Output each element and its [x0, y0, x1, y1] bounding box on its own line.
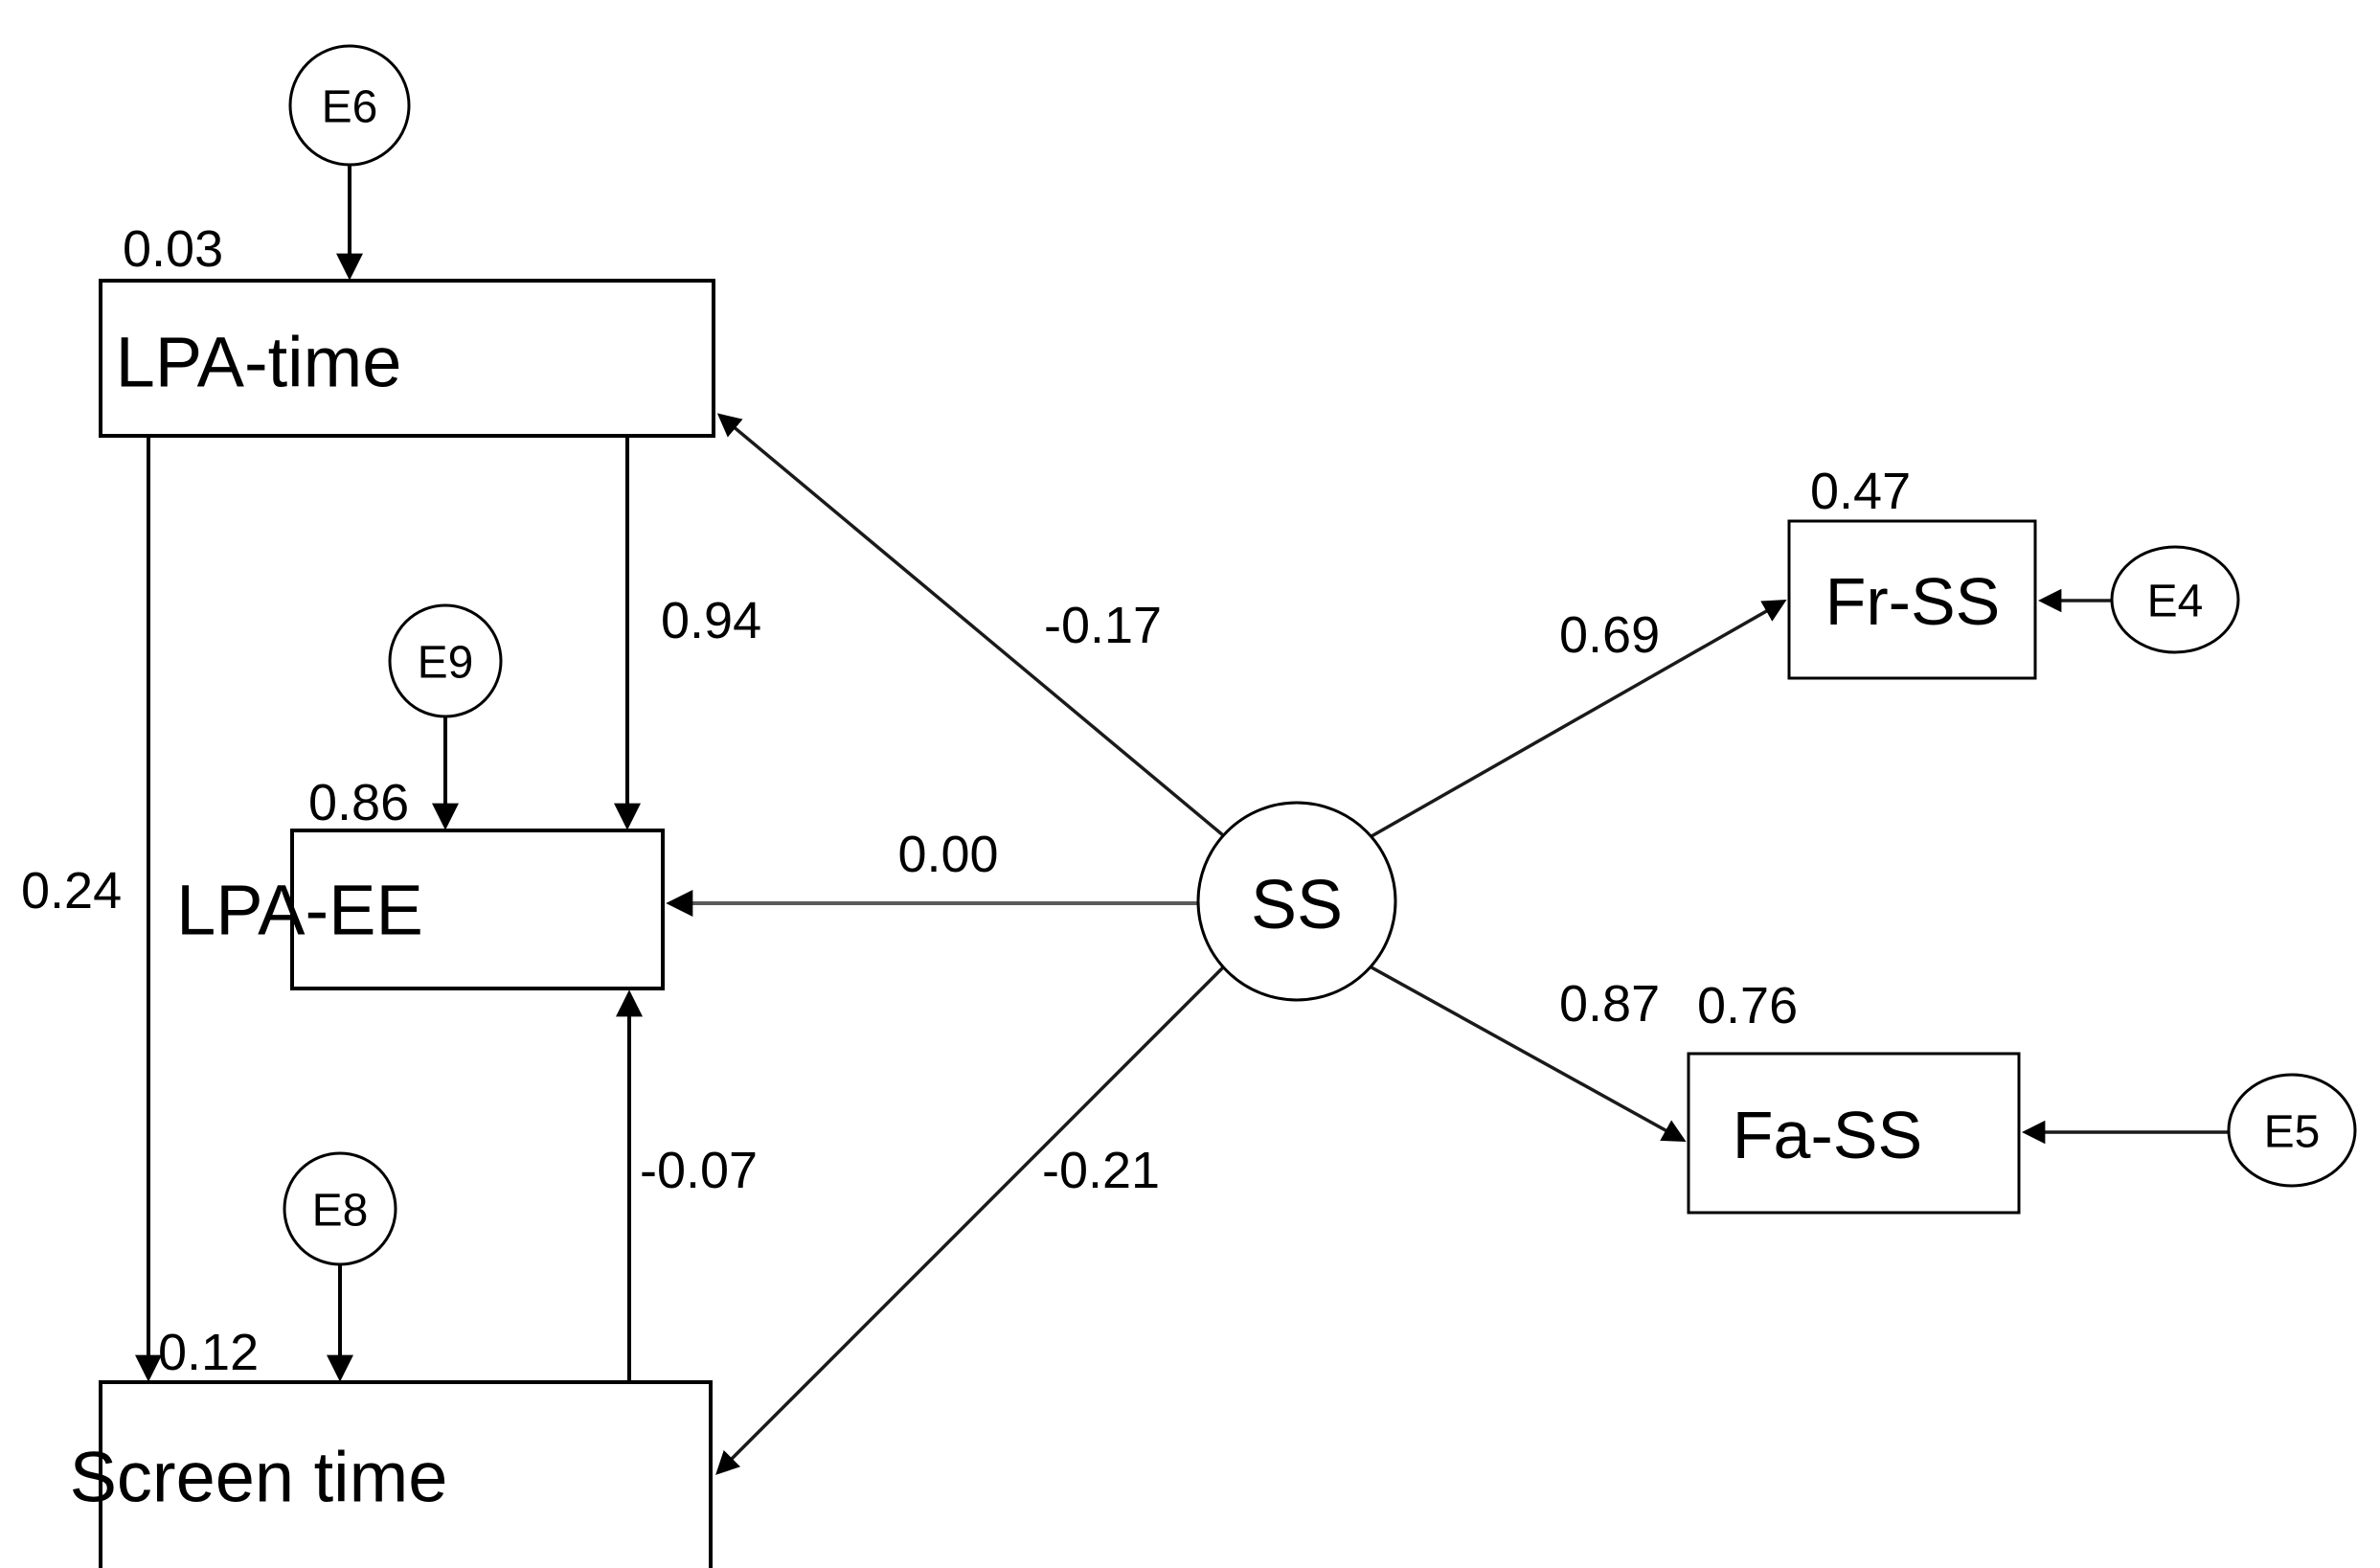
node-e5-label: E5 — [2264, 1107, 2321, 1158]
node-screen-time[interactable] — [99, 1380, 713, 1568]
node-lpa-ee[interactable] — [290, 829, 665, 990]
node-fa-ss[interactable] — [1687, 1052, 2021, 1215]
coef-ss-to-screen-time: -0.21 — [1042, 1142, 1160, 1199]
node-e5[interactable] — [2227, 1073, 2357, 1188]
edge-ss-to-fa-ss — [1371, 966, 1687, 1142]
coef-e8-to-screen-time: 0.12 — [158, 1324, 259, 1381]
node-e4[interactable] — [2110, 545, 2240, 654]
coef-lpa-time-to-screen-time: 0.24 — [21, 862, 122, 920]
node-fr-ss[interactable] — [1787, 519, 2037, 680]
node-e6-label: E6 — [322, 82, 378, 133]
coef-fr-ss-residual: 0.47 — [1810, 463, 1911, 520]
coef-e9-to-lpa-ee: 0.86 — [308, 774, 409, 831]
node-e8[interactable] — [283, 1151, 397, 1266]
coef-lpa-time-to-lpa-ee: 0.94 — [661, 592, 761, 649]
node-lpa-time[interactable] — [99, 279, 715, 438]
node-e9[interactable] — [388, 603, 503, 718]
coef-ss-to-lpa-ee: 0.00 — [897, 826, 998, 883]
coef-fa-ss-residual: 0.76 — [1697, 977, 1798, 1034]
node-e9-label: E9 — [418, 638, 474, 689]
node-ss-label: SS — [1251, 867, 1343, 943]
node-screen-time-label: Screen time — [70, 1438, 448, 1517]
coef-ss-to-lpa-time: -0.17 — [1044, 597, 1162, 654]
node-e8-label: E8 — [312, 1186, 369, 1237]
edge-ss-to-fr-ss — [1371, 599, 1787, 838]
coef-ss-to-fr-ss: 0.69 — [1559, 606, 1660, 664]
edge-ss-to-lpa-time — [716, 413, 1225, 837]
node-e4-label: E4 — [2147, 577, 2204, 627]
node-fr-ss-label: Fr-SS — [1825, 564, 2001, 639]
coef-screen-time-to-lpa-ee: -0.07 — [640, 1142, 758, 1199]
coef-e6-to-lpa-time: 0.03 — [123, 220, 223, 278]
node-e6[interactable] — [288, 44, 411, 167]
node-lpa-ee-label: LPA-EE — [176, 871, 423, 950]
node-ss[interactable] — [1196, 801, 1397, 1002]
coef-ss-to-fa-ss: 0.87 — [1559, 975, 1660, 1033]
node-fa-ss-label: Fa-SS — [1733, 1098, 1922, 1172]
edge-ss-to-screen-time — [715, 966, 1225, 1475]
node-lpa-time-label: LPA-time — [116, 323, 402, 402]
